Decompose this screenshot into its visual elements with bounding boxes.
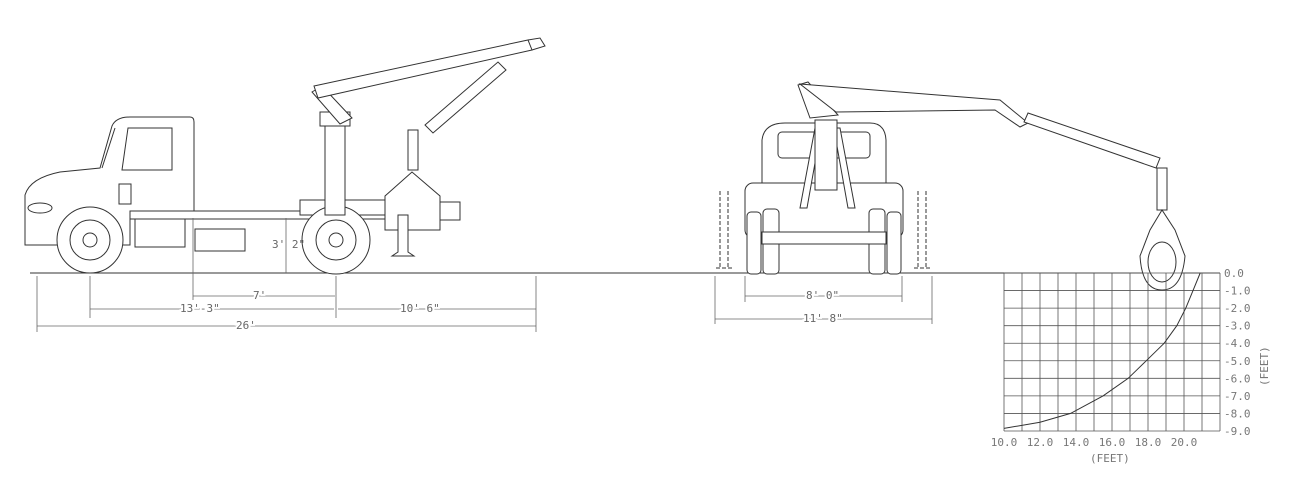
y-tick-label: -3.0 xyxy=(1224,320,1251,333)
rear-rim xyxy=(315,219,357,261)
cab-window xyxy=(121,127,173,171)
crane-column xyxy=(814,119,838,191)
front-hub xyxy=(82,232,98,248)
reach-curve xyxy=(1003,272,1201,429)
axle-beam xyxy=(761,231,887,245)
windshield xyxy=(101,127,116,169)
y-tick-label: -2.0 xyxy=(1224,302,1251,315)
rotator xyxy=(407,129,419,171)
reach-chart: 10.0 12.0 14.0 16.0 18.0 20.0 0.0 -1.0 -2.0 -3.0… xyxy=(991,267,1271,465)
outrigger-right xyxy=(914,191,930,269)
y-tick-label: -6.0 xyxy=(1224,372,1251,385)
y-tick-label: -5.0 xyxy=(1224,355,1251,368)
x-tick-label: 20.0 xyxy=(1171,436,1198,449)
dim-track-width: 8' 0" xyxy=(806,289,839,302)
outrigger-leg xyxy=(390,214,416,257)
side-view-truck xyxy=(24,37,546,275)
crane-boom xyxy=(798,83,1029,128)
wheels xyxy=(746,208,902,275)
fuel-tank xyxy=(134,218,186,248)
rear-hub xyxy=(328,232,344,248)
hydraulic-pump xyxy=(194,228,246,252)
x-tick-label: 10.0 xyxy=(991,436,1018,449)
grapple-inner xyxy=(1147,241,1177,283)
x-tick-label: 12.0 xyxy=(1027,436,1054,449)
x-tick-label: 18.0 xyxy=(1135,436,1162,449)
dim-overall-length: 26' xyxy=(236,319,256,332)
boom-tip xyxy=(527,37,546,51)
x-tick-label: 16.0 xyxy=(1099,436,1126,449)
y-tick-label: -1.0 xyxy=(1224,285,1251,298)
dim-rear-overhang: 10' 6" xyxy=(400,302,440,315)
side-view-dimensions: 3' 2" 7' 13'-3" 10' 6" 26' xyxy=(36,218,537,334)
crane-base-arm xyxy=(797,81,840,119)
y-tick-label: -7.0 xyxy=(1224,390,1251,403)
rear-wheel xyxy=(301,205,371,275)
front-view-truck xyxy=(716,81,1186,291)
y-tick-label: -4.0 xyxy=(1224,337,1251,350)
boom-cylinder xyxy=(424,61,507,134)
dim-frame-height: 3' 2" xyxy=(272,238,305,251)
front-view-dimensions: 8' 0" 11' 8" xyxy=(714,276,933,327)
chart-grid xyxy=(1003,272,1221,432)
grapple-jaws xyxy=(1139,209,1186,291)
mirror xyxy=(118,183,132,205)
x-tick-label: 14.0 xyxy=(1063,436,1090,449)
y-tick-label: -8.0 xyxy=(1224,407,1251,420)
wheel xyxy=(886,211,902,275)
boom-cylinder xyxy=(1023,112,1161,169)
outrigger-left xyxy=(716,191,732,269)
y-axis-label: (FEET) xyxy=(1258,346,1271,386)
y-tick-label: 0.0 xyxy=(1224,267,1244,280)
y-tick-label: -9.0 xyxy=(1224,425,1251,438)
headlight xyxy=(27,202,53,214)
x-axis-label: (FEET) xyxy=(1090,452,1130,465)
front-rim xyxy=(69,219,111,261)
dim-outrigger-spread: 11' 8" xyxy=(803,312,843,325)
x-tick-labels: 10.0 12.0 14.0 16.0 18.0 20.0 xyxy=(991,436,1198,449)
rotator xyxy=(1156,167,1168,211)
dim-reach-to-rear-axle: 7' xyxy=(253,289,266,302)
dim-wheelbase: 13'-3" xyxy=(180,302,220,315)
wheel xyxy=(746,211,762,275)
front-wheel xyxy=(56,206,124,274)
y-tick-labels: 0.0 -1.0 -2.0 -3.0 -4.0 -5.0 -6.0 -7.0 -8.0 -9.0 xyxy=(1224,267,1251,438)
bucket-end xyxy=(439,201,461,221)
crane-column xyxy=(324,124,346,216)
grapple-bucket xyxy=(384,171,441,231)
